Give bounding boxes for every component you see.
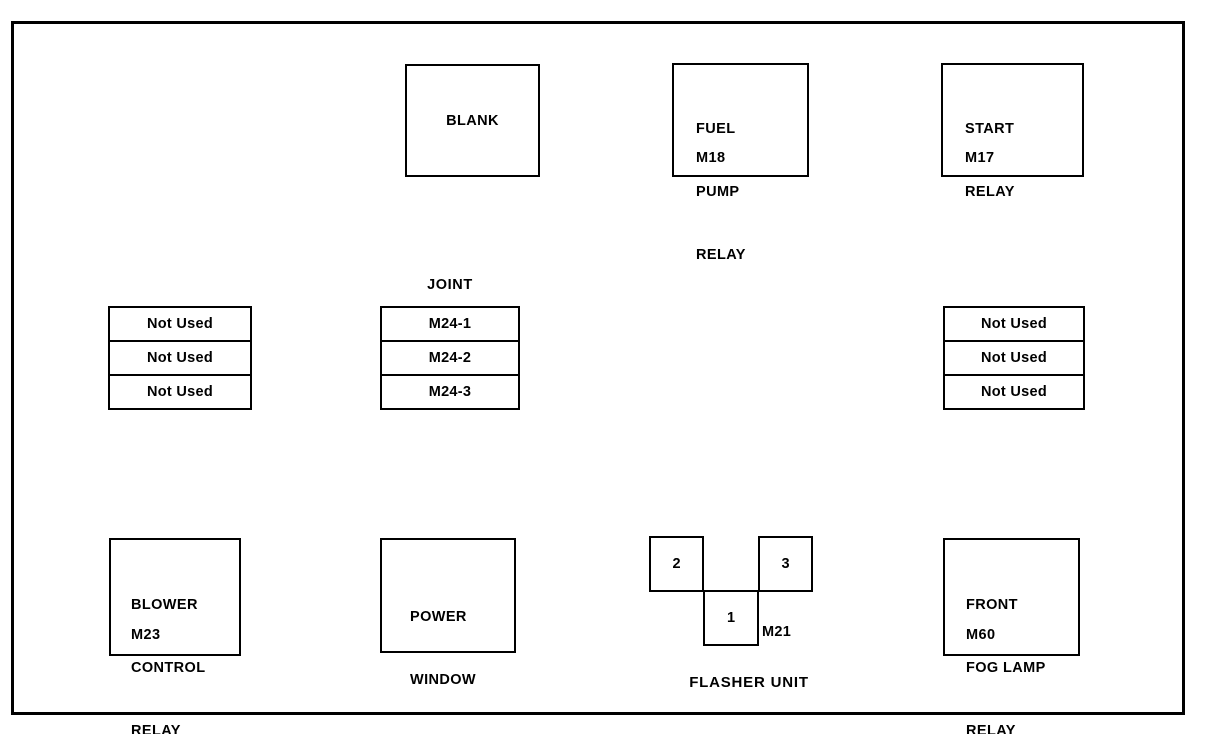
flasher-terminal-2[interactable]: 2: [649, 536, 704, 592]
relay-power-window-line1: POWER: [410, 609, 467, 626]
relay-start-line2: RELAY: [965, 184, 1015, 201]
relay-fuel-pump-line3: RELAY: [696, 247, 746, 264]
relay-fuel-pump-line2: PUMP: [696, 184, 740, 201]
flasher-terminal-3[interactable]: 3: [758, 536, 813, 592]
flasher-unit-title: FLASHER UNIT: [689, 674, 809, 691]
left-table-row-3: Not Used: [146, 384, 214, 400]
right-not-used-table: Not Used Not Used Not Used: [943, 306, 1085, 410]
relay-blower-control-line1: BLOWER: [131, 597, 198, 614]
right-table-row-1: Not Used: [945, 308, 1083, 342]
relay-blower-control-line2: CONTROL: [131, 660, 206, 677]
joint-table: M24-1 M24-2 M24-3: [380, 306, 520, 410]
relay-box-outer-frame: BLANK FUEL PUMP RELAY M18 START RELAY M1…: [11, 21, 1185, 734]
relay-fuel-pump-lines: FUEL PUMP RELAY: [696, 77, 746, 308]
right-table-row-2: Not Used: [945, 342, 1083, 376]
joint-table-caption: JOINT: [427, 277, 473, 293]
joint-table-row-1: M24-1: [382, 308, 518, 342]
relay-blower-control[interactable]: BLOWER CONTROL RELAY M23: [109, 538, 241, 734]
relay-front-fog-lamp[interactable]: FRONT FOG LAMP RELAY M60: [943, 538, 1080, 734]
relay-start-line1: START: [965, 121, 1015, 138]
relay-start-code: M17: [965, 150, 995, 166]
right-table-row-3: Not Used: [980, 384, 1048, 400]
relay-blower-control-code: M23: [131, 627, 161, 643]
relay-front-fog-lamp-line2: FOG LAMP: [966, 660, 1046, 677]
relay-power-window-line2: WINDOW: [410, 672, 477, 689]
relay-power-window[interactable]: POWER WINDOW RELAY M22: [380, 538, 516, 688]
relay-blank[interactable]: BLANK: [405, 64, 540, 177]
joint-table-row-2: M24-2: [382, 342, 518, 376]
relay-front-fog-lamp-line3: RELAY: [966, 723, 1016, 734]
relay-start-lines: START RELAY: [965, 77, 1015, 245]
flasher-terminal-1-label: 1: [726, 610, 736, 626]
left-table-row-1: Not Used: [110, 308, 250, 342]
joint-table-row-3: M24-3: [428, 384, 472, 400]
relay-blower-control-line3: RELAY: [131, 723, 181, 734]
relay-front-fog-lamp-code: M60: [966, 627, 996, 643]
relay-fuel-pump-code: M18: [696, 150, 726, 166]
flasher-unit-code: M21: [762, 624, 792, 640]
left-table-row-2: Not Used: [110, 342, 250, 376]
relay-start[interactable]: START RELAY M17: [941, 63, 1084, 200]
left-not-used-table: Not Used Not Used Not Used: [108, 306, 252, 410]
flasher-terminal-2-label: 2: [672, 556, 681, 572]
relay-blower-control-lines: BLOWER CONTROL RELAY: [131, 553, 206, 734]
flasher-terminal-3-label: 3: [781, 556, 790, 572]
relay-power-window-lines: POWER WINDOW RELAY M22: [410, 565, 476, 734]
relay-front-fog-lamp-line1: FRONT: [966, 597, 1018, 614]
flasher-terminal-1[interactable]: 1: [703, 590, 759, 646]
relay-front-fog-lamp-lines: FRONT FOG LAMP RELAY: [966, 553, 1046, 734]
relay-fuel-pump[interactable]: FUEL PUMP RELAY M18: [672, 63, 809, 263]
relay-fuel-pump-line1: FUEL: [696, 121, 736, 138]
relay-blank-label: BLANK: [446, 112, 499, 129]
